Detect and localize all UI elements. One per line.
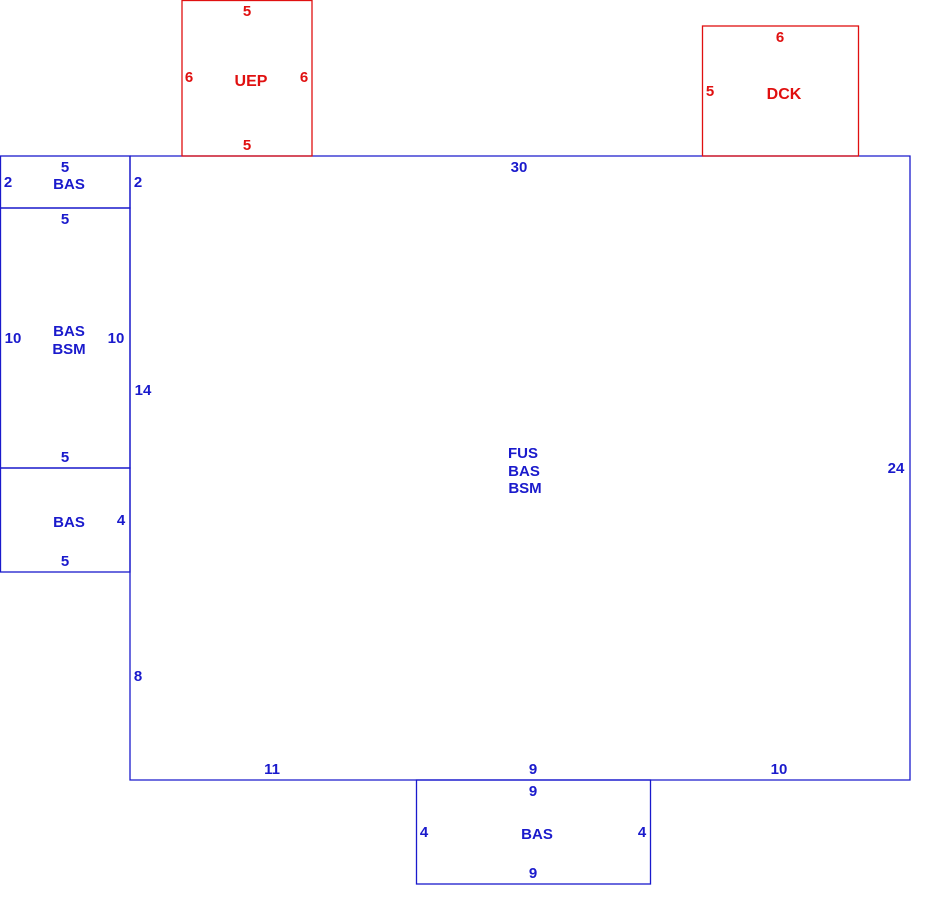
left-mid-dim-bottom: 5 [61,449,69,466]
uep-code: UEP [235,73,268,90]
left-mid-code-1: BAS [53,323,85,340]
uep-dim-left: 6 [185,69,193,86]
left-bottom-code: BAS [53,514,85,531]
dck-structure: 6 5 DCK [701,25,860,157]
main-code-2: BAS [508,463,540,480]
left-mid-dim-top: 5 [61,211,69,228]
main-code-1: FUS [508,445,538,462]
left-bottom-dim-bottom: 5 [61,553,69,570]
left-top-dim-left: 2 [4,174,12,191]
bottom-dim-bottom: 9 [529,865,537,882]
main-dim-bottom-mid: 9 [529,761,537,778]
dck-outline [701,25,860,157]
main-dim-top: 30 [511,159,528,176]
main-dim-left-lower: 8 [134,668,142,685]
main-dim-bottom-right: 10 [771,761,788,778]
uep-structure: 5 5 6 6 UEP [181,0,313,157]
dck-dim-left: 5 [706,83,714,100]
left-bottom-outline [0,467,131,573]
left-top-structure: 5 2 2 BAS [0,155,142,209]
left-mid-structure: 5 5 10 10 BAS BSM [0,207,131,469]
bottom-structure: 9 9 4 4 BAS [415,779,652,885]
main-structure: 30 24 14 8 11 9 10 FUS BAS BSM [129,155,911,781]
main-code-3: BSM [508,480,541,497]
bottom-dim-left: 4 [420,824,429,841]
left-mid-dim-right: 10 [108,330,125,347]
left-bottom-structure: 4 5 BAS [0,467,131,573]
uep-dim-bottom: 5 [243,137,251,154]
main-dim-right: 24 [888,460,905,477]
uep-outline [181,0,313,157]
main-dim-left-upper: 14 [135,382,152,399]
bottom-outline [415,779,652,885]
dck-code: DCK [767,86,802,103]
left-mid-code-2: BSM [52,341,85,358]
left-top-dim-right: 2 [134,174,142,191]
bottom-dim-right: 4 [638,824,647,841]
left-top-code: BAS [53,176,85,193]
main-dim-bottom-left: 11 [264,761,280,778]
dck-dim-top: 6 [776,29,784,46]
bottom-code: BAS [521,826,553,843]
uep-dim-right: 6 [300,69,308,86]
uep-dim-top: 5 [243,3,251,20]
left-top-dim-top: 5 [61,159,69,176]
bottom-dim-top: 9 [529,783,537,800]
left-mid-dim-left: 10 [5,330,22,347]
left-bottom-dim-right: 4 [117,512,126,529]
